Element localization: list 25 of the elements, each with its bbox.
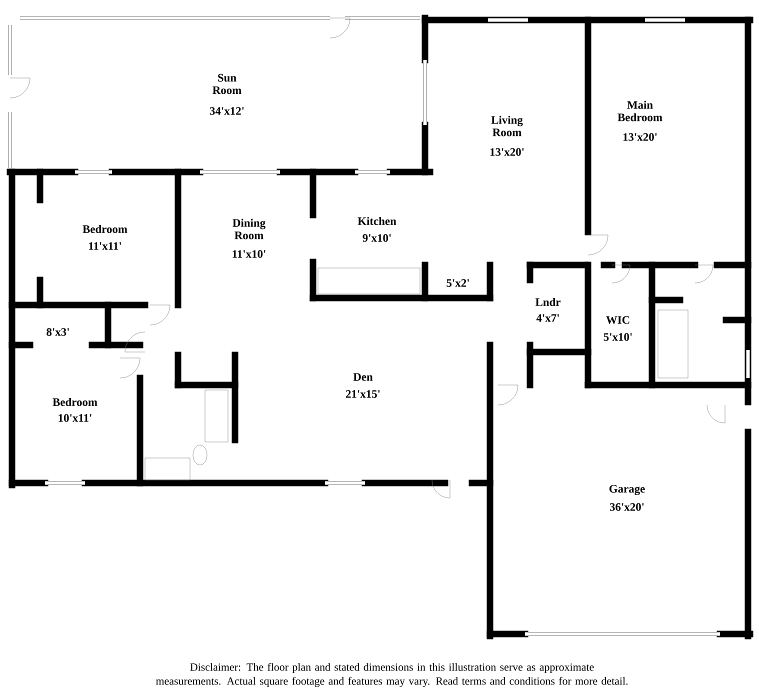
room-label: Living Room: [491, 116, 523, 136]
room-label: 4'x7': [536, 314, 559, 322]
room-label: 34'x12': [210, 107, 244, 115]
room-label: 13'x20': [490, 148, 524, 156]
room-label: WIC: [606, 316, 630, 324]
room-label: Garage: [609, 484, 645, 496]
room-label: 5'x10': [604, 333, 632, 341]
room-label: 36'x20': [610, 503, 644, 511]
room-label: 11'x11': [89, 242, 122, 250]
room-label: 8'x3': [46, 328, 69, 336]
room-label: 10'x11': [58, 414, 92, 422]
room-label: Lndr: [535, 298, 560, 306]
room-label: Den: [353, 373, 373, 381]
room-label: 21'x15': [346, 390, 380, 398]
room-label: 9'x10': [362, 234, 391, 242]
room-label: 5'x2': [446, 279, 469, 287]
room-label: 13'x20': [623, 133, 657, 141]
room-label: Bedroom: [82, 224, 128, 234]
disclaimer-text: Disclaimer: The floor plan and stated dimensions in this illustration serve as approximate measurements. Actual square footage and features may vary. Read terms and conditions for more detail.: [156, 662, 628, 687]
room-label: Sun Room: [212, 74, 242, 94]
room-label: Dining Room: [232, 218, 266, 240]
room-label: 11'x10': [232, 250, 266, 258]
room-label: Kitchen: [358, 216, 396, 226]
room-label: Main Bedroom: [618, 100, 662, 122]
room-label: Bedroom: [52, 398, 98, 406]
